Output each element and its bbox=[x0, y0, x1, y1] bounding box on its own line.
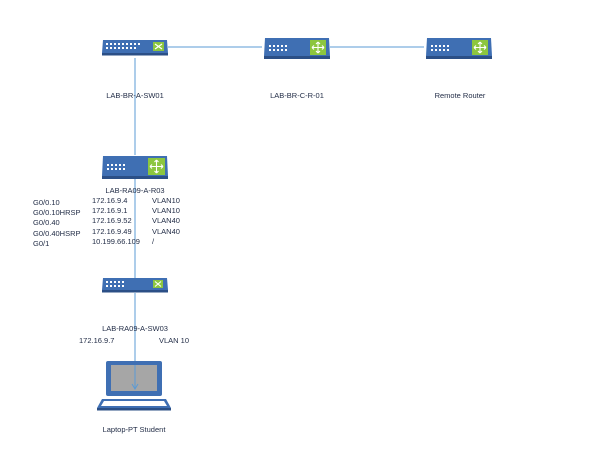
device-label-r01: LAB-BR-C-R-01 bbox=[270, 91, 324, 100]
interface-ip: 172.16.9.52 bbox=[92, 216, 132, 226]
interface-name: G0/0.10HRSP bbox=[33, 208, 81, 218]
router-icon[interactable] bbox=[424, 36, 494, 60]
interface-vlan: VLAN10 bbox=[152, 206, 180, 216]
interface-ip: 172.16.9.49 bbox=[92, 226, 132, 236]
router-icon[interactable] bbox=[100, 154, 170, 180]
switch-icon[interactable] bbox=[100, 38, 170, 56]
interface-vlan-column: VLAN10 VLAN10 VLAN40 VLAN40 / bbox=[152, 196, 180, 247]
device-label-remote: Remote Router bbox=[434, 91, 486, 100]
device-label-sw01: LAB-BR-A-SW01 bbox=[106, 91, 164, 100]
interface-name: G0/0.40 bbox=[33, 218, 60, 228]
interface-name: G0/1 bbox=[33, 238, 50, 248]
sw03-vlan: VLAN 10 bbox=[159, 336, 190, 345]
interface-name: G0/0.40HSRP bbox=[33, 228, 81, 238]
device-label-r03: LAB-RA09-A-R03 bbox=[105, 186, 165, 195]
device-label-sw03: LAB-RA09-A-SW03 bbox=[102, 324, 168, 333]
interface-ip-column: 172.16.9.4 172.16.9.1 172.16.9.52 172.16… bbox=[92, 196, 140, 247]
switch-icon[interactable] bbox=[100, 276, 170, 294]
interface-vlan: / bbox=[152, 236, 155, 246]
interface-vlan: VLAN40 bbox=[152, 216, 180, 226]
device-label-laptop: Laptop-PT Student bbox=[102, 425, 166, 434]
interface-vlan: VLAN40 bbox=[152, 226, 180, 236]
interface-name: G0/0.10 bbox=[33, 198, 60, 207]
laptop-icon[interactable] bbox=[95, 359, 175, 415]
interface-ip: 10.199.66.109 bbox=[92, 236, 140, 246]
interface-name-column: G0/0.10 G0/0.10HRSP G0/0.40 G0/0.40HSRP … bbox=[33, 198, 81, 249]
sw03-ip: 172.16.9.7 bbox=[79, 336, 115, 345]
interface-vlan: VLAN10 bbox=[152, 196, 180, 205]
router-icon[interactable] bbox=[262, 36, 332, 60]
interface-ip: 172.16.9.4 bbox=[92, 196, 128, 205]
interface-ip: 172.16.9.1 bbox=[92, 206, 128, 216]
